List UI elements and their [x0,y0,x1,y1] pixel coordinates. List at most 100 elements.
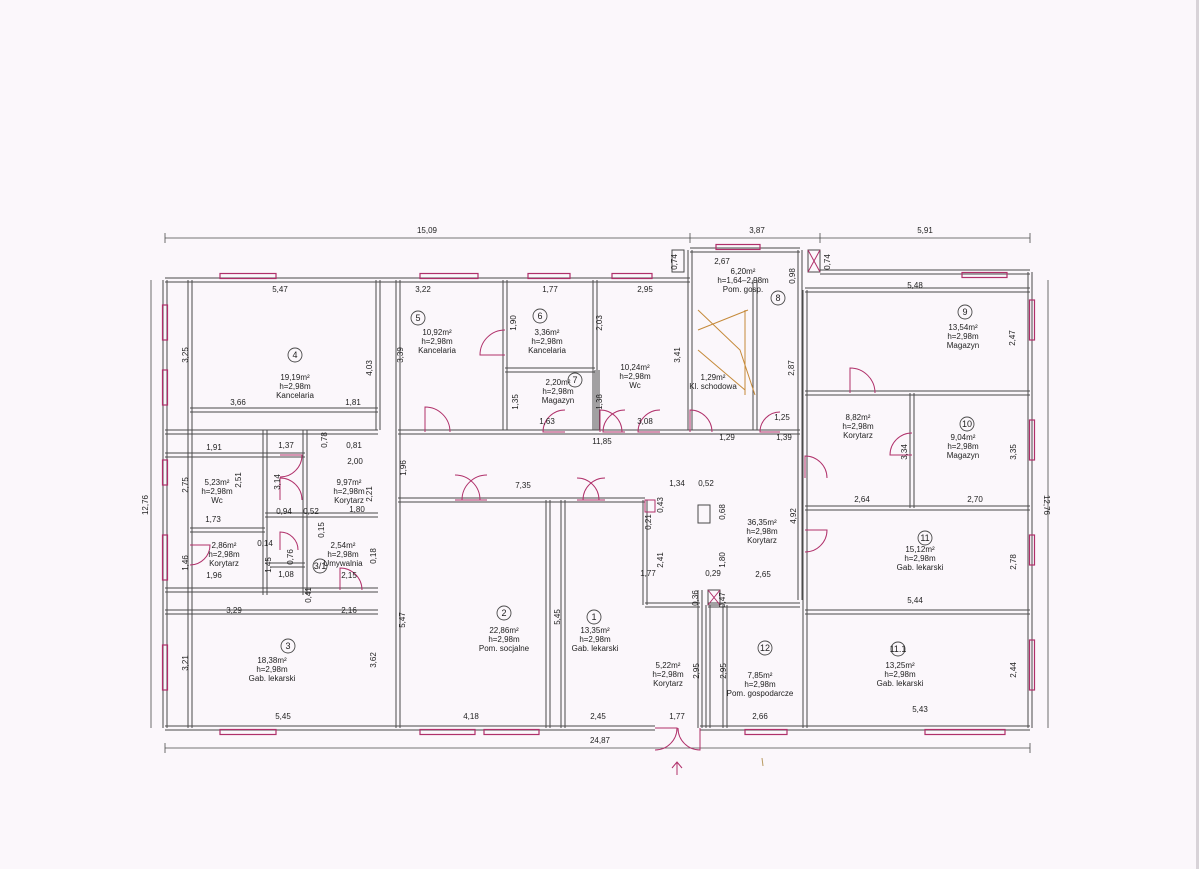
door-swing [654,727,678,751]
dimension-label: 1,77 [640,569,656,578]
wall [162,280,168,728]
door-swing [339,567,363,591]
room-name: Korytarz [334,496,364,505]
room-name: Gab. lekarski [572,644,619,653]
window [715,243,761,251]
room-height: h=2,98m [904,554,936,563]
room-height: h=2,98m [619,372,651,381]
dimension-label: 1,37 [278,441,294,450]
room-name: Kancelaria [276,391,314,400]
room-area: 7,85m² [748,671,773,680]
room-name: Pom. socjalne [479,644,530,653]
wall [805,609,1030,615]
room-number: 12 [760,643,770,653]
dimension-label: 1,25 [774,413,790,422]
window [219,728,277,736]
room-area: 10,92m² [422,328,452,337]
dimension-label: 0,43 [656,497,665,513]
room-name: Kl. schodowa [689,382,737,391]
door-swing [279,531,299,551]
door-swing [424,406,451,433]
dimension-label: 11,85 [592,437,612,446]
dimension-label: 2,64 [854,495,870,504]
dimension-label: 5,44 [907,596,923,605]
dimension-label: 0,74 [823,254,832,270]
room-height: h=2,98m [542,387,574,396]
room-area: 13,35m² [580,626,610,635]
dimension-label: 3,22 [415,285,431,294]
room-area: 13,25m² [885,661,915,670]
room-name: Gab. lekarski [249,674,296,683]
window [1028,299,1036,341]
dimension-label: 4,18 [463,712,479,721]
dimension-label: 3,21 [181,655,190,671]
room-height: h=2,98m [744,680,776,689]
room-height: h=2,98m [201,487,233,496]
room-number: 4 [292,350,297,360]
wall [820,269,1030,275]
room-number: 1 [591,612,596,622]
room-area: 13,54m² [948,323,978,332]
wall [687,280,693,430]
room-area: 6,20m² [731,267,756,276]
dimension-label: 2,00 [347,457,363,466]
wall [909,393,915,508]
wall [265,512,378,518]
room-height: h=2,98m [842,422,874,431]
dimension-label: 2,41 [656,552,665,568]
room-number-circle [280,638,296,654]
dimension-label: 3,14 [273,474,282,490]
wall [708,602,800,608]
dimension-label: 2,66 [752,712,768,721]
dimension-label: 0,68 [718,504,727,520]
wall [802,290,808,728]
room-number: 2 [501,608,506,618]
dimension-label: 1,35 [511,394,520,410]
dimension-label: 3,35 [1009,444,1018,460]
dimension-label: 3,39 [396,347,405,363]
room-area: 19,19m² [280,373,310,382]
room-name: Wc [629,381,641,390]
room-number-circle [757,640,773,656]
wall [594,370,600,430]
window [161,369,169,406]
dimension-label: 0,15 [317,522,326,538]
vent-box [671,249,685,273]
room-name: Umywalnia [323,559,363,568]
room-name: Korytarz [747,536,777,545]
dimension-label: 0,52 [303,507,319,516]
dimension-label: 0,98 [788,268,797,284]
room-number-circle [567,372,583,388]
dimension-label: 0,81 [346,441,362,450]
dimension-label: 1,91 [206,443,222,452]
room-area: 10,24m² [620,363,650,372]
door-swing [542,409,566,433]
window [611,272,653,280]
wall [395,280,401,728]
room-number: 8 [775,293,780,303]
door-swing [759,411,781,433]
room-height: h=2,98m [947,442,979,451]
wall [690,247,800,253]
dimension-label: 0,76 [286,549,295,565]
dimension-label: 5,91 [917,226,933,235]
window [419,728,476,736]
room-number-circle [959,416,975,432]
window [161,644,169,691]
wall [797,272,803,600]
dimension-label: 12,76 [1042,495,1051,516]
wall [398,429,690,435]
vent-cross [807,249,821,273]
dimension-label: 5,48 [907,281,923,290]
room-name: Korytarz [209,559,239,568]
vent-box [697,504,711,524]
dimension-label: 3,29 [226,606,242,615]
room-area: 2,54m² [331,541,356,550]
room-height: h=1,64–2,98m [717,276,769,285]
wall [187,280,193,728]
dimension-label: 7,35 [515,481,531,490]
wall [270,562,305,568]
door-swing [599,409,623,433]
